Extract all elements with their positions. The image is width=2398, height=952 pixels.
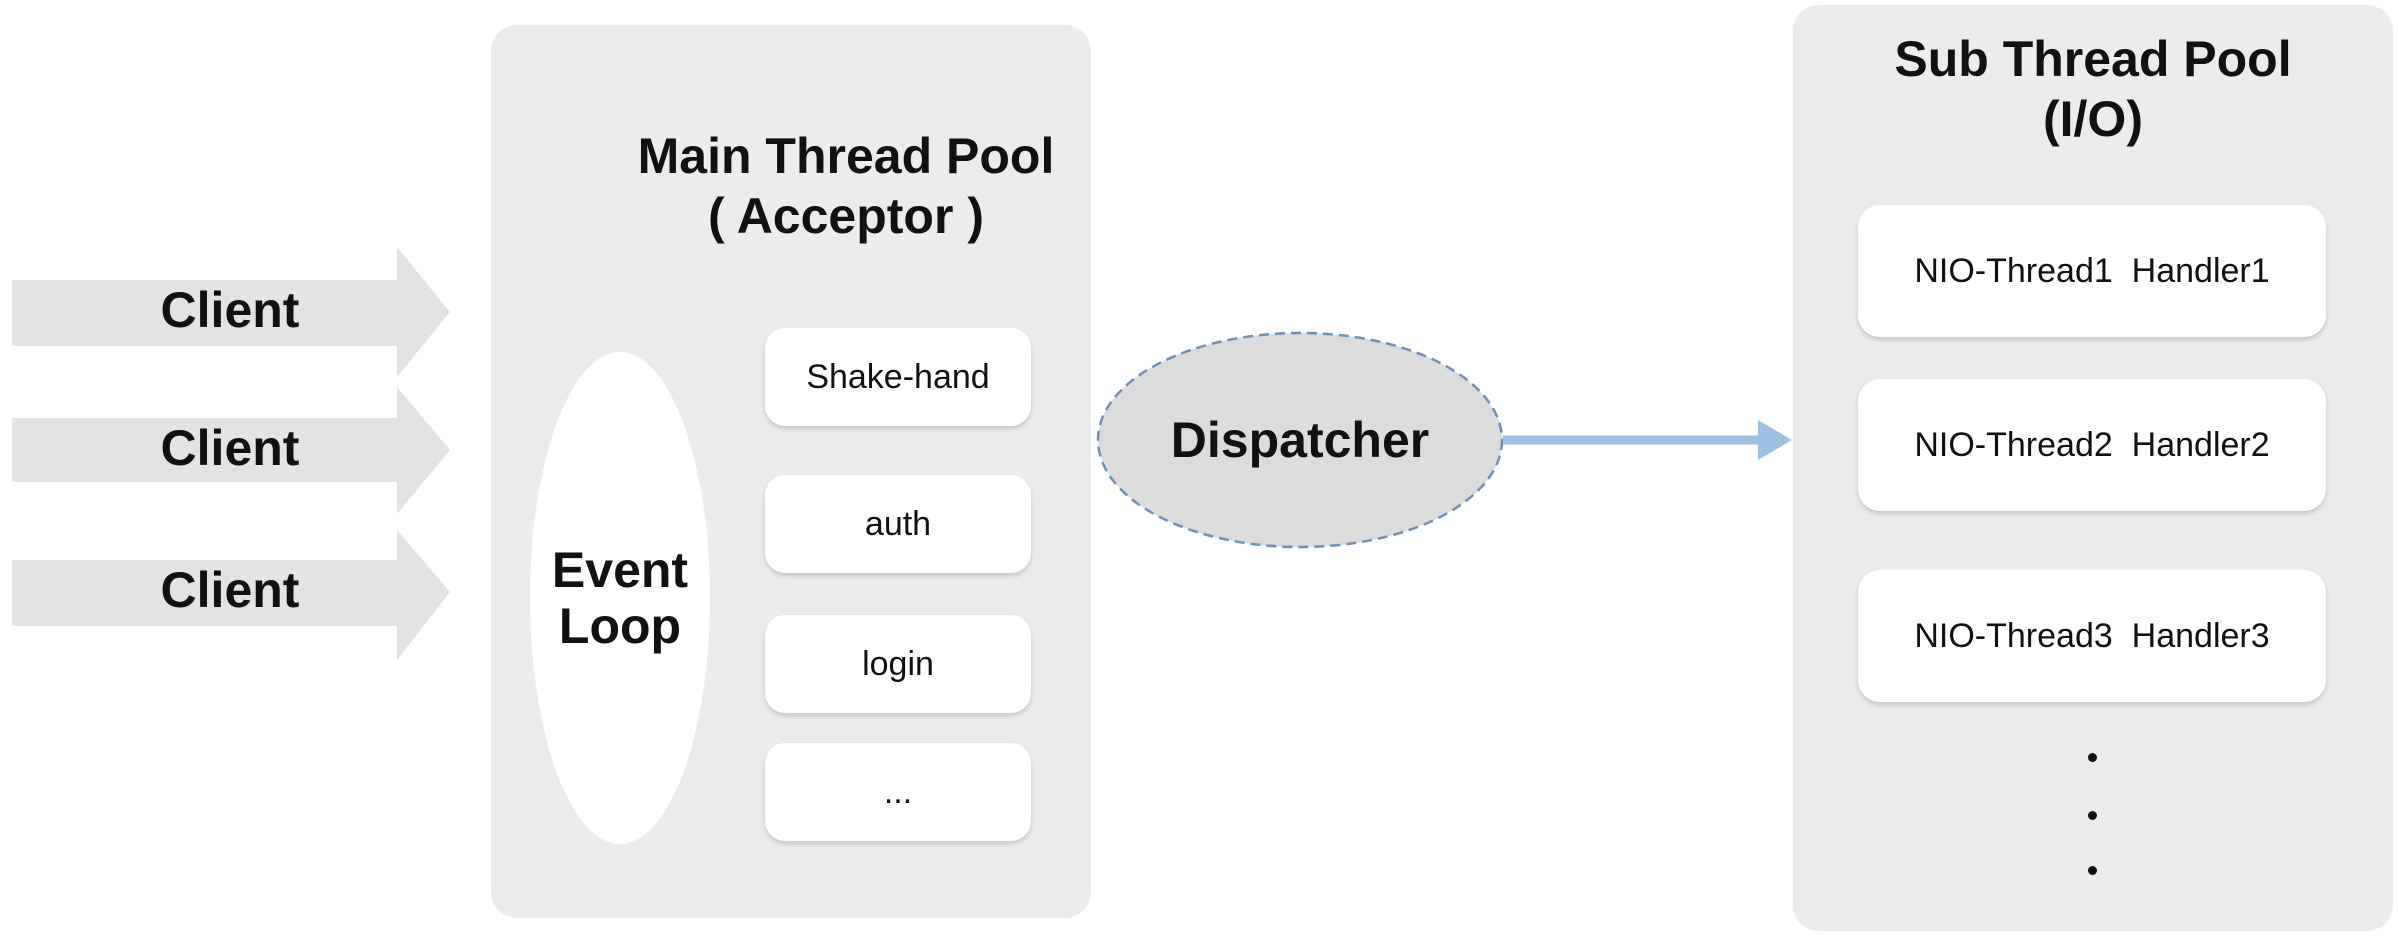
- handler-box-1: NIO-Thread1 Handler1: [1858, 205, 2326, 337]
- event-loop: Event Loop: [530, 352, 710, 844]
- continuation-dot: [2088, 753, 2097, 762]
- client-label: Client: [160, 420, 300, 476]
- client-label: Client: [160, 562, 300, 618]
- continuation-dot: [2088, 866, 2097, 875]
- sub-thread-pool-title: Sub Thread Pool (I/O): [1894, 31, 2292, 147]
- main-thread-pool-title: Main Thread Pool ( Acceptor ): [637, 128, 1055, 244]
- step-box-auth: auth: [765, 475, 1031, 573]
- step-box-login: login: [765, 615, 1031, 713]
- dispatcher-label: Dispatcher: [1170, 412, 1430, 468]
- dispatch-arrow-head: [1758, 420, 1792, 460]
- step-box-ellipsis: ...: [765, 743, 1031, 841]
- client-arrow-3: [12, 530, 450, 660]
- handler-box-2: NIO-Thread2 Handler2: [1858, 379, 2326, 511]
- client-arrow-1: [12, 247, 450, 377]
- client-arrow-2: [12, 387, 450, 514]
- dispatcher-ellipse: [1096, 331, 1504, 549]
- client-label: Client: [160, 282, 300, 338]
- step-box-shake-hand: Shake-hand: [765, 328, 1031, 426]
- continuation-dot: [2088, 811, 2097, 820]
- handler-box-3: NIO-Thread3 Handler3: [1858, 570, 2326, 702]
